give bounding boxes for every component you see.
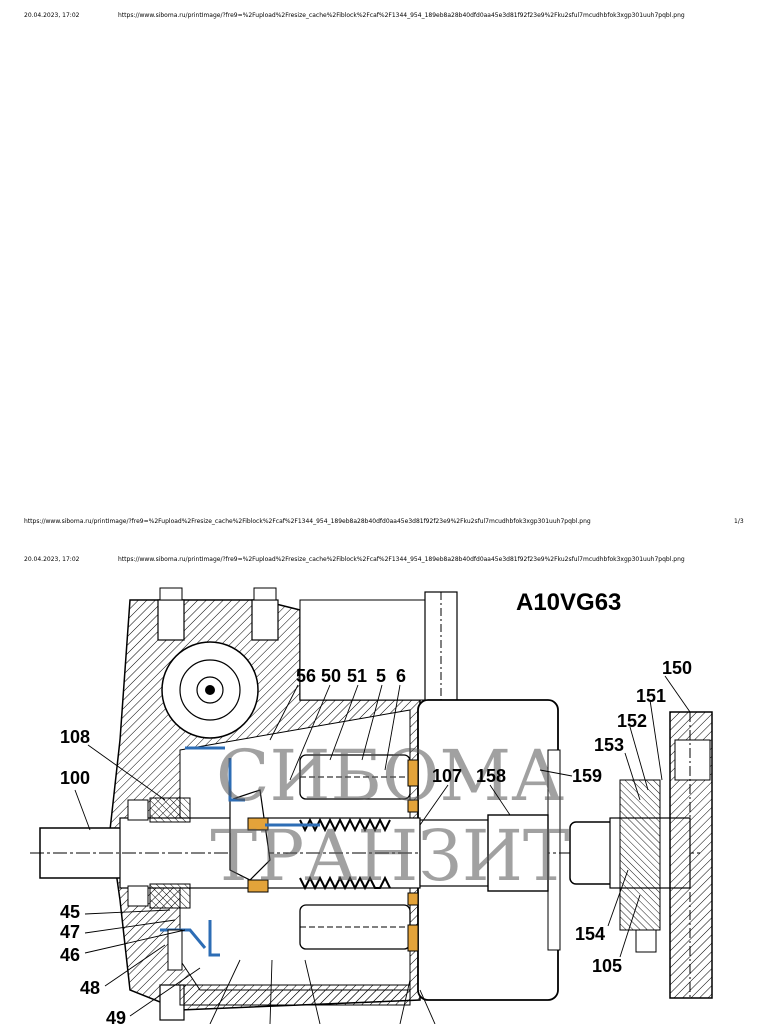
label-5: 5 [376, 666, 386, 686]
label-153: 153 [594, 735, 624, 755]
label-108: 108 [60, 727, 90, 747]
label-46: 46 [60, 945, 80, 965]
label-45: 45 [60, 902, 80, 922]
label-152: 152 [617, 711, 647, 731]
label-49: 49 [106, 1008, 126, 1024]
page1-footer: https://www.siboma.ru/printImage/?fre9=%… [0, 518, 768, 530]
seal [407, 759, 419, 787]
label-56: 56 [296, 666, 316, 686]
label-150: 150 [662, 658, 692, 678]
label-159: 159 [572, 766, 602, 786]
header-datetime: 20.04.2023, 17:02 [24, 556, 80, 563]
label-105: 105 [592, 956, 622, 976]
pump-cross-section: СИБОМА ТРАНЗИТ A10VG63 [30, 587, 713, 1024]
drawing-title: A10VG63 [516, 589, 621, 616]
seal [407, 924, 419, 952]
label-6: 6 [396, 666, 406, 686]
bearing [149, 797, 191, 823]
page1-header: 20.04.2023, 17:02 https://www.siboma.ru/… [0, 12, 768, 24]
bearing [149, 883, 191, 909]
page2-header: 20.04.2023, 17:02 https://www.siboma.ru/… [0, 556, 768, 568]
spring [299, 817, 391, 833]
label-50: 50 [321, 666, 341, 686]
label-100: 100 [60, 768, 90, 788]
label-51: 51 [347, 666, 367, 686]
header-url[interactable]: https://www.siboma.ru/printImage/?fre9=%… [118, 556, 685, 563]
label-151: 151 [636, 686, 666, 706]
header-datetime: 20.04.2023, 17:02 [24, 12, 80, 19]
label-158: 158 [476, 766, 506, 786]
watermark-line1: СИБОМА [216, 735, 564, 817]
adapter-flange [669, 711, 713, 999]
bolt [157, 599, 185, 641]
label-48: 48 [80, 978, 100, 998]
oil-channel [228, 758, 245, 802]
slipper-pad [247, 879, 269, 893]
footer-page-number: 1/3 [734, 518, 744, 525]
watermark-line2: ТРАНЗИТ [210, 815, 569, 897]
slipper-pad [247, 817, 269, 831]
label-154: 154 [575, 924, 605, 944]
label-47: 47 [60, 922, 80, 942]
bolt [251, 599, 279, 641]
pump-drawing: СИБОМА ТРАНЗИТ A10VG63 [0, 568, 768, 1024]
footer-url[interactable]: https://www.siboma.ru/printImage/?fre9=%… [24, 518, 591, 525]
coupling [487, 814, 549, 892]
leader-lines [74, 675, 691, 1024]
header-url[interactable]: https://www.siboma.ru/printImage/?fre9=%… [118, 12, 685, 19]
label-107: 107 [432, 766, 462, 786]
